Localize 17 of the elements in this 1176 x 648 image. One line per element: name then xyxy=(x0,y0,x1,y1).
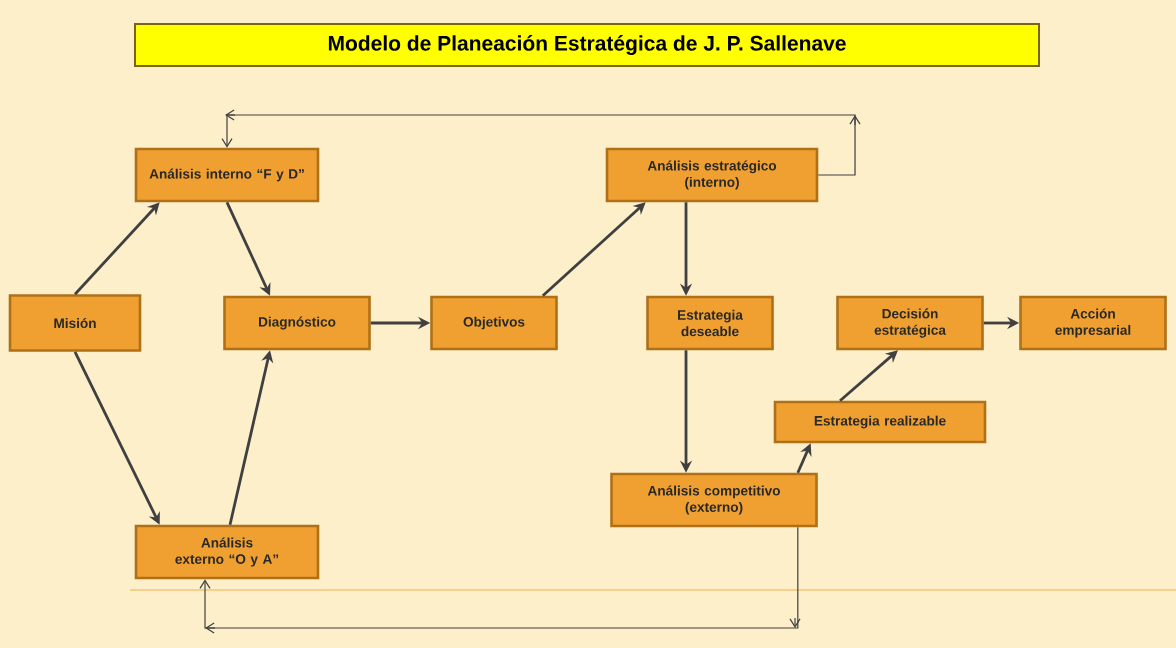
process-box: Diagnóstico xyxy=(223,295,371,351)
arrow xyxy=(541,202,646,297)
process-box: Estrategia deseable xyxy=(646,295,774,351)
process-box: Objetivos xyxy=(430,295,558,351)
arrow xyxy=(839,350,898,402)
arrow xyxy=(221,109,861,176)
process-box: Acción empresarial xyxy=(1019,295,1167,351)
arrow xyxy=(73,202,160,296)
process-box: Análisis interno “F y D” xyxy=(134,147,320,203)
process-box: Análisis competitivo (externo) xyxy=(610,472,818,528)
process-box: Misión xyxy=(8,294,142,352)
process-box: Estrategia realizable xyxy=(773,400,987,444)
process-box: Análisis estratégico (interno) xyxy=(605,147,819,203)
process-box: Decisión estratégica xyxy=(836,295,984,351)
arrow xyxy=(199,526,801,634)
process-box: Análisis externo “O y A” xyxy=(134,524,320,580)
title-banner: Modelo de Planeación Estratégica de J. P. Sallenave xyxy=(134,23,1040,67)
